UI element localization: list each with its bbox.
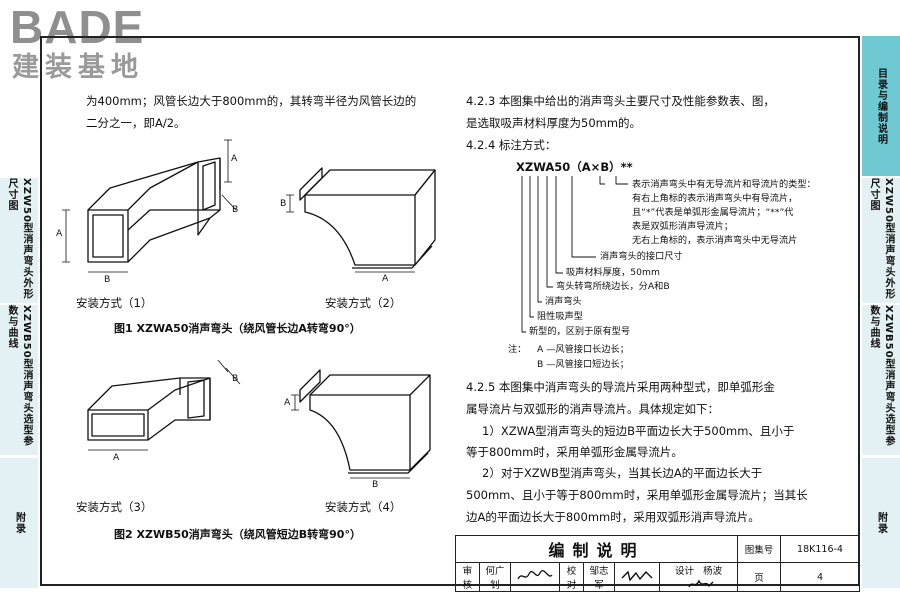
- design-signature: [687, 579, 714, 588]
- dim-a-label-3: A: [113, 452, 120, 463]
- note-new: 新型的，区别于原有型号: [529, 326, 631, 337]
- para-1-line1: 1）XZWA型消声弯头的短边B平面边长大于500mm、且小于: [482, 424, 795, 438]
- install-label-2: 安装方式（2）: [325, 296, 402, 310]
- note-type-5: 无右上角标的，表示消声弯头中无导流片: [632, 235, 798, 246]
- note-label: 注：: [508, 344, 527, 355]
- atlas-label: 图集号: [737, 535, 781, 563]
- left-paragraph-line2: 二分之一，即A/2。: [86, 116, 186, 130]
- proof-label: 校对: [559, 562, 584, 592]
- para-423-line1: 4.2.3 本图集中给出的消声弯头主要尺寸及性能参数表、图，: [466, 94, 775, 108]
- review-name: 何广钊: [478, 562, 512, 592]
- note-type-2: 有右上角标的表示消声弯头中有导流片，: [632, 193, 798, 204]
- dim-b-label-3: B: [232, 373, 239, 384]
- drawing-install-1: [62, 139, 237, 273]
- dim-a-label-2: A: [382, 273, 389, 284]
- brand-cn-name: 建装基地: [12, 52, 144, 83]
- side-tab-right-appendix[interactable]: 附录: [862, 458, 900, 588]
- note-size: 消声弯头的接口尺寸: [600, 251, 683, 262]
- review-signature: [510, 562, 561, 592]
- note-edge: 弯头转弯所绕边长，分A和B: [556, 281, 670, 292]
- note-type-4: 表是双弧形消声导流片；: [632, 221, 734, 232]
- dim-a-label-4: A: [284, 397, 291, 408]
- install-label-4: 安装方式（4）: [325, 500, 402, 514]
- para-425-line1: 4.2.5 本图集中消声弯头的导流片采用两种型式，即单弧形金: [466, 380, 775, 394]
- left-paragraph-line1: 为400mm；风管长边大于800mm的，其转弯半径为风管长边的: [86, 94, 417, 108]
- notation-code: XZWA50（A×B）**: [516, 160, 633, 174]
- dim-a-label-1b: A: [231, 153, 238, 164]
- dim-b-label-1b: B: [232, 204, 239, 215]
- atlas-number: 18K116-4: [780, 535, 860, 563]
- design-name: 杨波: [703, 566, 723, 577]
- proof-name: 邹志军: [582, 562, 616, 592]
- side-tab-right-dimensions[interactable]: XZW50型消声弯头外形尺寸图: [862, 178, 900, 303]
- dim-b-label-1: B: [104, 274, 111, 285]
- page-number: 4: [780, 562, 860, 592]
- design-label: 设计: [675, 566, 695, 577]
- side-tab-right-contents[interactable]: 目录与编制说明: [862, 36, 900, 176]
- side-tab-left-selection[interactable]: XZWB50型消声弯头选型参数与曲线: [0, 305, 38, 455]
- dim-b-label-2: B: [280, 198, 287, 209]
- note-a: A —风管接口长边长；: [537, 344, 629, 355]
- notation-leaders: [521, 176, 628, 333]
- figure2-caption: 图2 XZWB50消声弯头（绕风管短边B转弯90°）: [114, 528, 361, 541]
- drawing-install-3: [87, 359, 241, 451]
- design-cell: 设计 杨波: [659, 562, 738, 592]
- proof-signature: [614, 562, 661, 592]
- side-tab-right-selection[interactable]: XZWB50型消声弯头选型参数与曲线: [862, 305, 900, 455]
- review-label: 审核: [455, 562, 480, 592]
- para-1-line2: 等于800mm时，采用单弧形金属导流片。: [466, 445, 683, 459]
- side-tab-left-appendix[interactable]: 附录: [0, 458, 38, 588]
- note-elbow: 消声弯头: [545, 296, 582, 307]
- page-label: 页: [737, 562, 781, 592]
- para-2-line3: 边A的平面边长大于800mm时，采用双弧形消声导流片。: [466, 510, 760, 524]
- para-2-line2: 500mm、且小于等于800mm时，采用单弧形金属导流片；当其长: [466, 488, 808, 502]
- note-type-1: 表示消声弯头中有无导流片和导流片的类型：: [632, 179, 816, 190]
- para-423-line2: 是选取吸声材料厚度为50mm的。: [466, 116, 642, 130]
- note-type-3: 且“*”代表是单弧形金属导流片；“**”代: [632, 207, 794, 218]
- para-424: 4.2.4 标注方式：: [466, 138, 557, 152]
- install-label-3: 安装方式（3）: [76, 500, 153, 514]
- title-block: 编制说明 图集号 18K116-4 审核 何广钊 校对 邹志军 设计 杨波 页 …: [455, 535, 860, 592]
- dim-a-label-1: A: [56, 228, 63, 239]
- drawing-install-2: [286, 167, 436, 273]
- para-425-line2: 属导流片与双弧形的消声导流片。具体规定如下：: [466, 402, 719, 416]
- drawing-install-4: [291, 369, 431, 479]
- brand-logo: BADE 建装基地: [4, 2, 179, 86]
- note-b: B —风管接口短边长；: [537, 359, 629, 370]
- dim-b-label-4: B: [372, 479, 379, 490]
- brand-name: BADE: [10, 1, 145, 53]
- side-tab-left-dimensions[interactable]: XZW50型消声弯头外形尺寸图: [0, 178, 38, 303]
- note-type: 阻性吸声型: [537, 311, 583, 322]
- para-2-line1: 2）对于XZWB型消声弯头，当其长边A的平面边长大于: [482, 466, 763, 480]
- drawing-title: 编制说明: [455, 535, 738, 563]
- drawing-frame: [40, 36, 860, 586]
- install-label-1: 安装方式（1）: [76, 296, 153, 310]
- figure1-caption: 图1 XZWA50消声弯头（绕风管长边A转弯90°）: [114, 322, 361, 335]
- note-thick: 吸声材料厚度，50mm: [566, 267, 660, 278]
